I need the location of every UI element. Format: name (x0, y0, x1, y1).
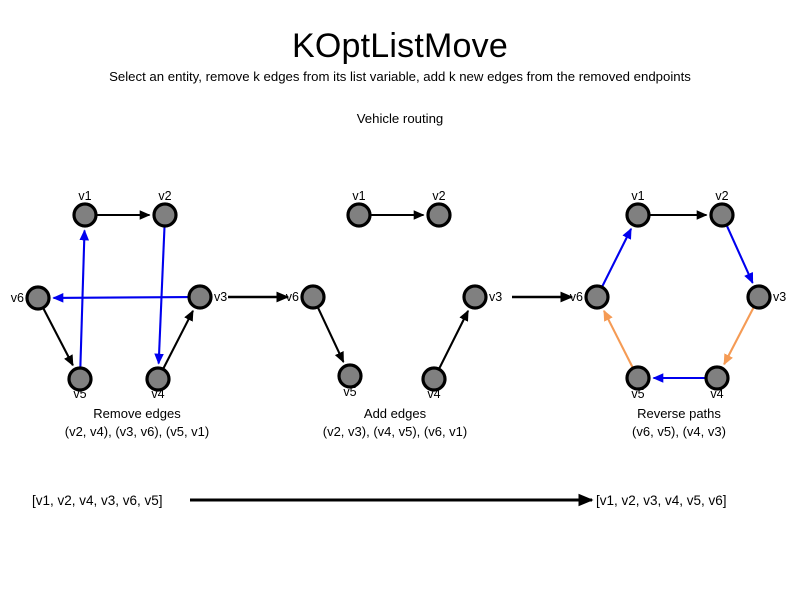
edge-v4-v3 (438, 309, 470, 370)
node-v5[interactable]: v5 (67, 366, 93, 401)
edge-v6-v5 (42, 307, 74, 367)
node-circle-v1[interactable] (346, 202, 372, 228)
node-label-v6: v6 (286, 290, 299, 304)
node-v6[interactable]: v6 (11, 285, 51, 311)
page-subtitle: Select an entity, remove k edges from it… (109, 69, 691, 84)
node-circle-v3[interactable] (187, 284, 213, 310)
edge-v5-v6 (603, 309, 634, 369)
node-label-v5: v5 (631, 387, 644, 401)
node-label-v4: v4 (710, 387, 723, 401)
list-row-layer: [v1, v2, v4, v3, v6, v5] [v1, v2, v3, v4,… (32, 493, 727, 508)
panel-add-caption-detail: (v2, v3), (v4, v5), (v6, v1) (323, 424, 467, 439)
node-v2[interactable]: v2 (152, 189, 178, 228)
node-v3[interactable]: v3 (187, 284, 227, 310)
edge-v6-v1 (601, 227, 633, 288)
node-label-v3: v3 (214, 290, 227, 304)
node-v6[interactable]: v6 (570, 284, 610, 310)
node-v5[interactable]: v5 (337, 363, 363, 399)
nodes-layer: v1 v2 v3 v4 v5 v6 v1 v2 v3 v4 v5 v6 v1 v2 v3 v4 v5 v6 (11, 189, 786, 401)
node-label-v1: v1 (631, 189, 644, 203)
node-circle-v3[interactable] (462, 284, 488, 310)
node-label-v6: v6 (11, 291, 24, 305)
node-label-v1: v1 (78, 189, 91, 203)
node-v2[interactable]: v2 (709, 189, 735, 228)
captions-layer: Remove edges (v2, v4), (v3, v6), (v5, v1)… (65, 406, 726, 439)
node-circle-v6[interactable] (25, 285, 51, 311)
node-label-v3: v3 (489, 290, 502, 304)
node-circle-v1[interactable] (625, 202, 651, 228)
node-label-v5: v5 (73, 387, 86, 401)
node-label-v5: v5 (343, 385, 356, 399)
node-v4[interactable]: v4 (145, 366, 171, 401)
node-circle-v2[interactable] (426, 202, 452, 228)
node-circle-v4[interactable] (145, 366, 171, 392)
edge-v2-v4 (154, 226, 166, 365)
page-title: KOptListMove (292, 27, 508, 65)
node-label-v2: v2 (715, 189, 728, 203)
node-v1[interactable]: v1 (346, 189, 372, 228)
node-circle-v2[interactable] (152, 202, 178, 228)
node-circle-v4[interactable] (421, 366, 447, 392)
node-circle-v6[interactable] (584, 284, 610, 310)
node-v2[interactable]: v2 (426, 189, 452, 228)
panel-reverse-caption-title: Reverse paths (637, 406, 721, 421)
panel-remove-caption-title: Remove edges (93, 406, 181, 421)
node-v5[interactable]: v5 (625, 365, 651, 401)
edge-v4-v3 (162, 309, 194, 370)
node-circle-v3[interactable] (746, 284, 772, 310)
node-v1[interactable]: v1 (72, 189, 98, 228)
node-circle-v6[interactable] (300, 284, 326, 310)
node-label-v4: v4 (151, 387, 164, 401)
node-v6[interactable]: v6 (286, 284, 326, 310)
node-circle-v2[interactable] (709, 202, 735, 228)
node-v3[interactable]: v3 (746, 284, 786, 310)
edge-v2-v3 (725, 225, 754, 284)
panel-add-caption-title: Add edges (364, 406, 427, 421)
node-circle-v4[interactable] (704, 365, 730, 391)
edge-v3-v6 (52, 293, 189, 303)
panel-reverse-caption-detail: (v6, v5), (v4, v3) (632, 424, 726, 439)
node-label-v6: v6 (570, 290, 583, 304)
node-label-v4: v4 (427, 387, 440, 401)
node-circle-v1[interactable] (72, 202, 98, 228)
edge-v6-v5 (316, 306, 345, 363)
node-label-v2: v2 (158, 189, 171, 203)
node-v4[interactable]: v4 (421, 366, 447, 401)
panel-remove-caption-detail: (v2, v4), (v3, v6), (v5, v1) (65, 424, 209, 439)
node-circle-v5[interactable] (67, 366, 93, 392)
node-circle-v5[interactable] (625, 365, 651, 391)
node-label-v1: v1 (352, 189, 365, 203)
node-circle-v5[interactable] (337, 363, 363, 389)
list-after: [v1, v2, v3, v4, v5, v6] (596, 493, 727, 508)
node-v1[interactable]: v1 (625, 189, 651, 228)
node-label-v2: v2 (432, 189, 445, 203)
node-label-v3: v3 (773, 290, 786, 304)
edge-v5-v1 (79, 229, 90, 368)
edges-layer (42, 210, 755, 383)
list-before: [v1, v2, v4, v3, v6, v5] (32, 493, 163, 508)
problem-type-label: Vehicle routing (356, 111, 444, 126)
edge-v3-v4 (723, 306, 755, 366)
node-v4[interactable]: v4 (704, 365, 730, 401)
node-v3[interactable]: v3 (462, 284, 502, 310)
